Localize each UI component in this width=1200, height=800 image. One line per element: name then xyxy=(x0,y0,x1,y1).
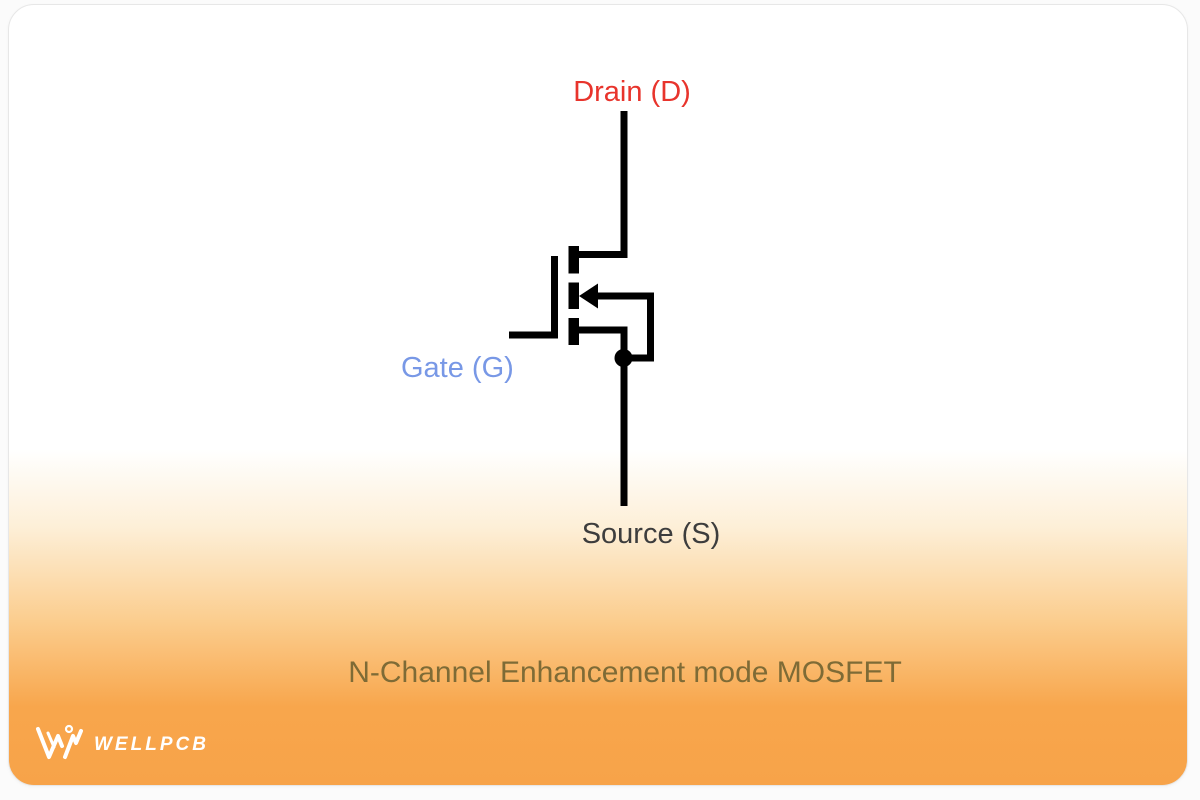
mosfet-symbol xyxy=(509,111,654,506)
gate-lead xyxy=(509,256,558,339)
source-label: Source (S) xyxy=(581,518,721,550)
channel-bar-top xyxy=(568,246,579,274)
wellpcb-logo-text: WELLPCB xyxy=(94,734,209,755)
wellpcb-w-icon xyxy=(36,724,83,759)
junction-dot xyxy=(614,349,633,367)
diagram-card: Drain (D) Gate (G) Source (S) N-Channel … xyxy=(8,4,1188,786)
source-lead xyxy=(577,326,628,506)
gate-label: Gate (G) xyxy=(401,352,514,384)
diagram-caption: N-Channel Enhancement mode MOSFET xyxy=(348,656,902,689)
channel-bar-middle xyxy=(568,282,579,309)
body-connection xyxy=(594,292,654,362)
channel-bar-bottom xyxy=(568,318,579,345)
body-arrow-icon xyxy=(579,283,598,309)
drain-lead xyxy=(577,111,628,258)
drain-label: Drain (D) xyxy=(573,76,691,108)
wellpcb-logo: WELLPCB xyxy=(35,719,209,767)
